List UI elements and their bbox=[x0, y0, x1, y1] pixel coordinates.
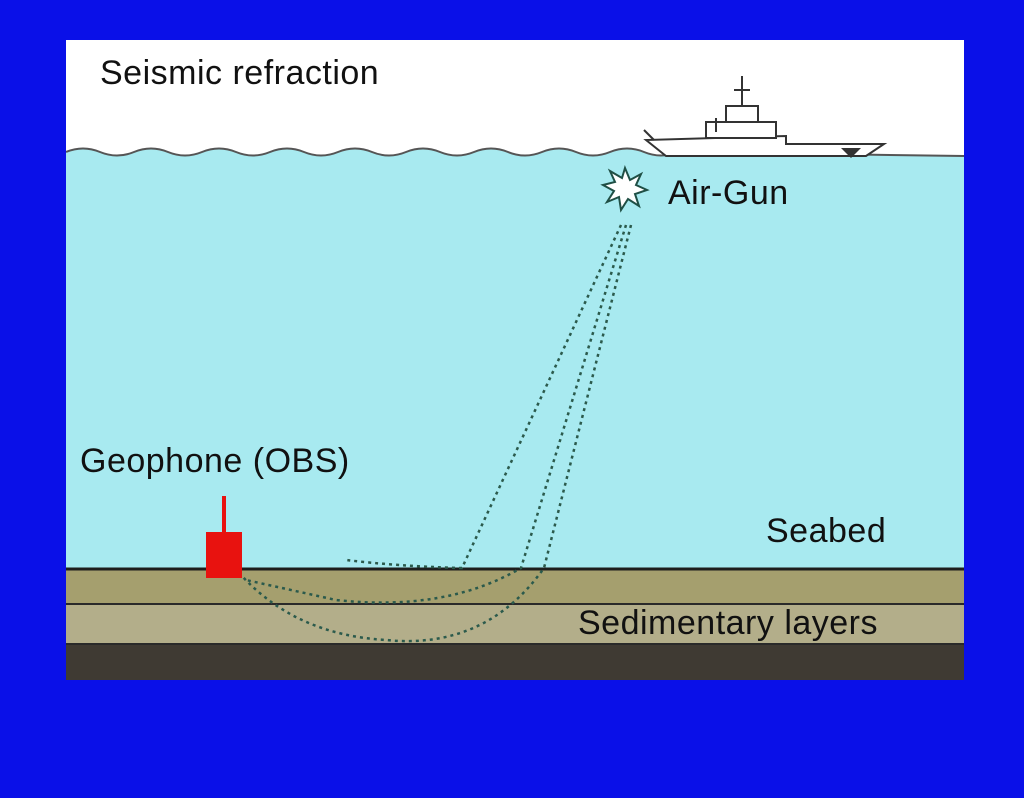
seismic-diagram-svg bbox=[66, 40, 964, 680]
water bbox=[66, 148, 964, 570]
geophone-label: Geophone (OBS) bbox=[80, 442, 350, 480]
ray-path-3 bbox=[240, 224, 633, 643]
airgun-label: Air-Gun bbox=[668, 174, 789, 212]
sea-surface-line bbox=[66, 147, 964, 157]
diagram-panel: Seismic refraction Air-Gun Geophone (OBS… bbox=[66, 40, 964, 680]
bedrock-layer bbox=[66, 644, 964, 680]
ray-path-2 bbox=[245, 224, 628, 604]
sediment-layer-middle bbox=[66, 604, 964, 644]
geophone-obs-icon bbox=[206, 496, 242, 578]
sediment-layer-top bbox=[66, 568, 964, 604]
airgun-burst-icon bbox=[600, 165, 650, 213]
ship-icon bbox=[643, 76, 888, 157]
ray-paths bbox=[240, 224, 633, 643]
seabed-label: Seabed bbox=[766, 512, 887, 550]
ship-hull-marker bbox=[841, 148, 861, 158]
diagram-title: Seismic refraction bbox=[100, 54, 380, 92]
sedimentary-layers-label: Sedimentary layers bbox=[578, 604, 879, 642]
